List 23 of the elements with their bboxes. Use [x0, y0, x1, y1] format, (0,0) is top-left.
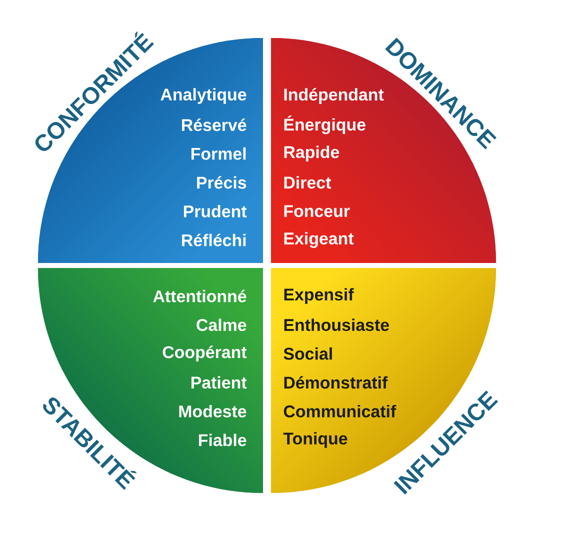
trait-label: Social [284, 347, 332, 360]
trait-label: Attentionné [153, 290, 246, 302]
trait-label: Exigeant [284, 232, 354, 248]
trait-label: Modeste [179, 404, 246, 418]
trait-label: Prudent [184, 204, 247, 218]
trait-label: Énergique [284, 115, 366, 134]
trait-label: Fiable [199, 434, 246, 446]
trait-label: Analytique [160, 88, 246, 104]
trait-label: Patient [191, 376, 247, 389]
trait-label: Réfléchi [182, 234, 246, 246]
trait-label: Précis [197, 176, 246, 189]
trait-label: Calme [196, 318, 246, 331]
trait-label: Fonceur [284, 205, 350, 218]
trait-label: Rapide [284, 146, 340, 162]
trait-label: Expensif [284, 288, 354, 304]
trait-label: Enthousiaste [284, 318, 389, 331]
trait-label: Réservé [182, 118, 246, 132]
trait-label: Direct [284, 176, 331, 189]
trait-label: Coopérant [162, 346, 247, 362]
trait-label: Formel [191, 147, 246, 160]
trait-label: Indépendant [284, 88, 384, 104]
trait-label: Tonique [283, 432, 348, 448]
trait-label: Démonstratif [284, 376, 388, 389]
